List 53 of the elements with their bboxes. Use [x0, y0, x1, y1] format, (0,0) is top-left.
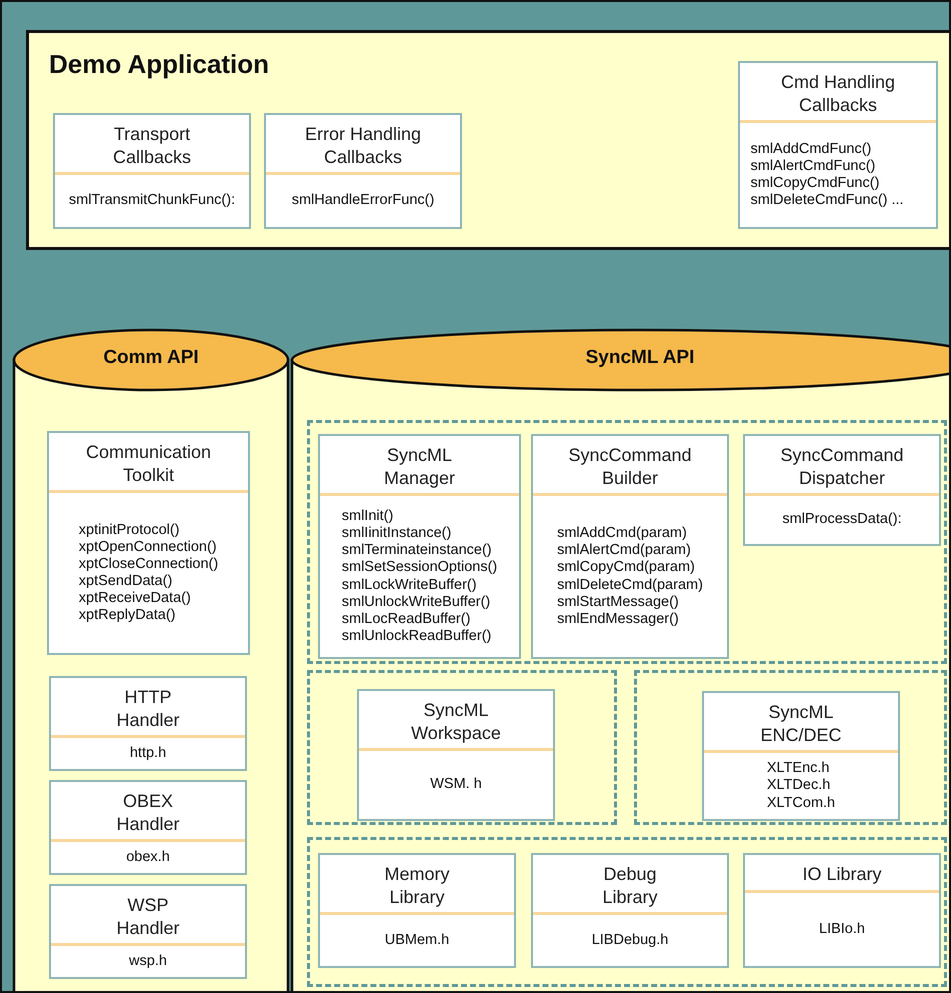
- component-title: SyncML Manager: [320, 436, 519, 496]
- function-list: wsp.h: [129, 952, 167, 970]
- api-title: Comm API: [102, 347, 200, 369]
- panel-title: Demo Application: [49, 49, 270, 80]
- function-list: smlTransmitChunkFunc():: [68, 192, 236, 210]
- function-list: obex.h: [126, 848, 170, 866]
- component-title: Cmd Handling Callbacks: [740, 63, 936, 123]
- component-card: [743, 853, 941, 968]
- component-title: Debug Library: [533, 855, 727, 915]
- component-card: [743, 434, 941, 546]
- api-title: SyncML API: [584, 347, 696, 369]
- component-title: SyncML Workspace: [359, 691, 553, 751]
- function-list: LIBDebug.h: [592, 932, 668, 950]
- component-card: [738, 61, 938, 229]
- dashed-group: [307, 420, 947, 664]
- component-title: Memory Library: [320, 855, 514, 915]
- function-list: smlProcessData():: [782, 511, 902, 529]
- component-card: [47, 431, 250, 655]
- component-title: Transport Callbacks: [55, 115, 249, 175]
- function-list: XLTEnc.h XLTDec.h XLTCom.h: [766, 760, 836, 812]
- function-list: WSM. h: [430, 776, 482, 794]
- component-card: [49, 676, 247, 771]
- function-list: LIBIo.h: [819, 920, 865, 938]
- component-title: Error Handling Callbacks: [266, 115, 460, 175]
- component-title: WSP Handler: [51, 886, 245, 946]
- component-card: [53, 113, 251, 229]
- function-list: http.h: [130, 744, 166, 762]
- function-list: UBMem.h: [384, 932, 450, 950]
- dashed-group: [307, 670, 617, 825]
- component-title: SyncCommand Builder: [533, 436, 727, 496]
- application-panel: [26, 30, 949, 250]
- component-card: [49, 780, 247, 875]
- component-title: SyncCommand Dispatcher: [745, 436, 939, 496]
- dashed-group: [634, 670, 947, 825]
- function-list: smlHandleErrorFunc(): [292, 192, 434, 210]
- component-card: [531, 434, 729, 659]
- component-card: [318, 434, 521, 659]
- function-list: smlAddCmd(param) smlAlertCmd(param) smlCopyCmd(param) smlDeleteCmd(param) smlStartMessage() smlEndMessager(): [557, 525, 703, 628]
- function-list: smlInit() smlIinitInstance() smlTerminateinstance() smlSetSessionOptions() smlLockWriteBuffer() smlUnlockWriteBuffer() smlLocReadBuffer() smlUnlockReadBuffer(): [342, 508, 498, 645]
- component-card: [702, 691, 900, 821]
- function-list: smlAddCmdFunc() smlAlertCmdFunc() smlCopyCmdFunc() smlDeleteCmdFunc() ...: [750, 140, 926, 210]
- component-title: SyncML ENC/DEC: [704, 693, 898, 753]
- component-card: [531, 853, 729, 968]
- component-card: [357, 689, 555, 821]
- component-title: OBEX Handler: [51, 782, 245, 842]
- dashed-group: [307, 837, 947, 987]
- component-title: Communication Toolkit: [49, 433, 248, 493]
- component-title: HTTP Handler: [51, 678, 245, 738]
- component-title: IO Library: [745, 855, 939, 892]
- component-card: [49, 884, 247, 979]
- function-list: xptinitProtocol() xptOpenConnection() xptCloseConnection() xptSendData() xptReceiveData() xptReplyData(): [78, 522, 218, 624]
- component-card: [318, 853, 516, 968]
- component-card: [264, 113, 462, 229]
